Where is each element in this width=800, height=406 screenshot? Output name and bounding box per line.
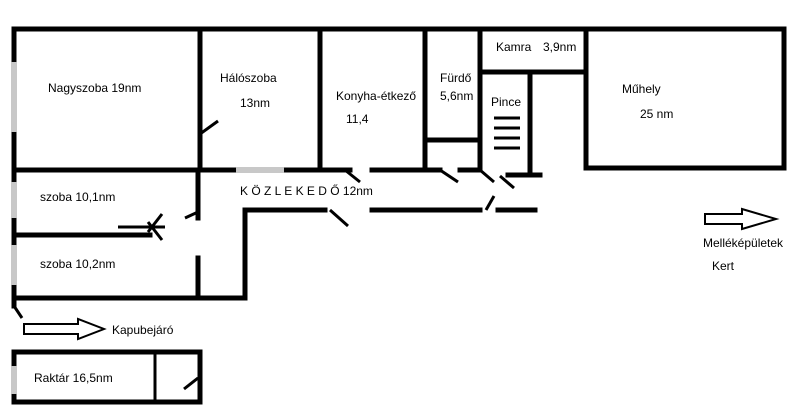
- label-furdo: Fürdő: [440, 71, 472, 85]
- label-konyha-area: 11,4: [346, 112, 369, 126]
- entrance-arrow: [23, 317, 107, 341]
- label-kozlekedo: K Ö Z L E K E D Ő 12nm: [240, 183, 373, 198]
- label-kert: Kert: [712, 259, 735, 273]
- windows: [11, 62, 284, 394]
- label-muhely-area: 25 nm: [640, 107, 673, 121]
- label-kapubejaro: Kapubejáró: [112, 323, 174, 337]
- label-muhely: Műhely: [622, 82, 661, 96]
- label-pince: Pince: [491, 95, 521, 109]
- label-raktar: Raktár 16,5nm: [34, 371, 113, 385]
- label-kamra: Kamra: [496, 40, 532, 54]
- label-szoba-1: szoba 10,1nm: [40, 190, 115, 204]
- stairs: [494, 116, 520, 150]
- label-szoba-2: szoba 10,2nm: [40, 257, 115, 271]
- label-nagyszoba: Nagyszoba 19nm: [48, 81, 141, 95]
- label-haloszoba-area: 13nm: [240, 96, 270, 110]
- label-haloszoba: Hálószoba: [220, 71, 277, 85]
- doors: [12, 119, 515, 391]
- garden-arrow: [704, 207, 780, 231]
- label-mellekepuletek: Melléképületek: [703, 236, 784, 250]
- walls: [11, 26, 787, 405]
- label-konyha: Konyha-étkező: [336, 89, 416, 103]
- label-furdo-area: 5,6nm: [440, 89, 473, 103]
- label-kamra-area: 3,9nm: [543, 40, 576, 54]
